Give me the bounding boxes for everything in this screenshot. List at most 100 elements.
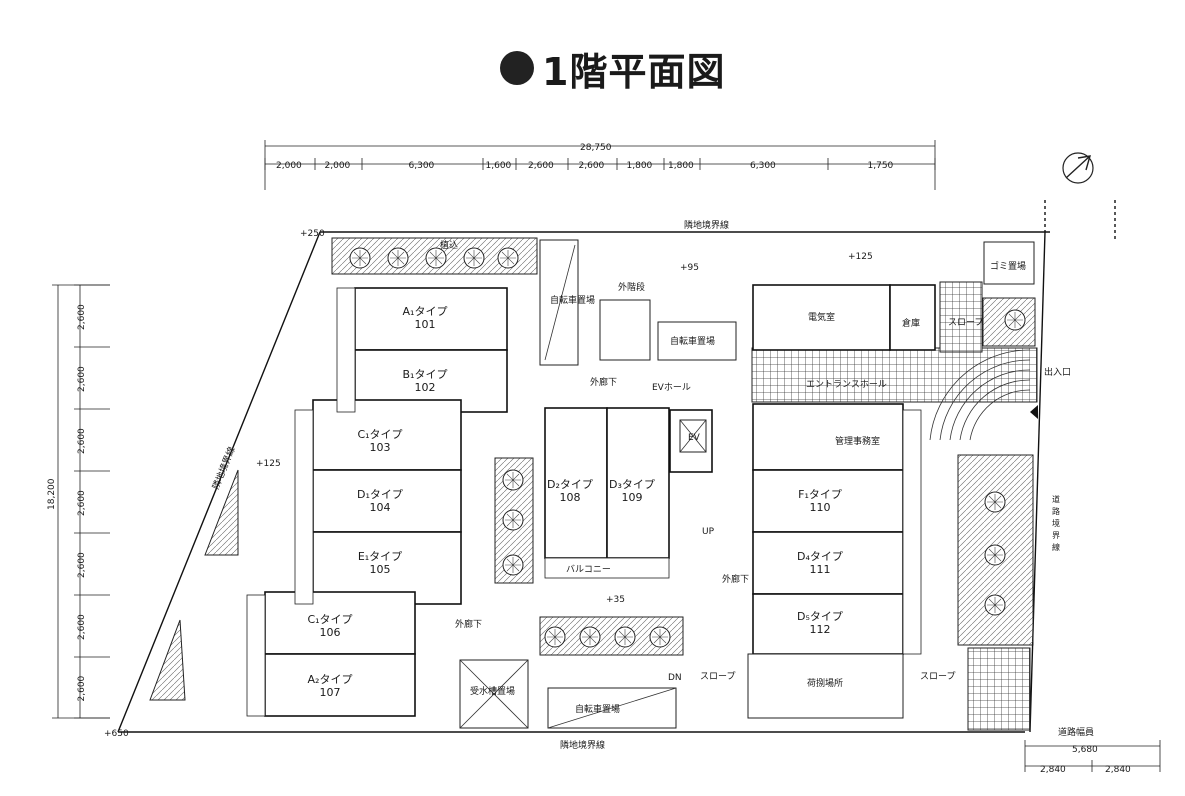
tree-icon: [463, 247, 485, 269]
top-boundary-label: 隣地境界線: [684, 219, 729, 231]
unit-110-number: 110: [810, 501, 831, 514]
tree-icon: [984, 491, 1006, 513]
label-bicycle-1: 自転車置場: [550, 294, 595, 306]
unit-101-number: 101: [415, 318, 436, 331]
left-apartment-block: [264, 287, 508, 717]
top-segment-6: 2,600: [579, 161, 605, 171]
left-segment-2: 2,600: [77, 366, 87, 392]
label-outer-corridor-2: 外廊下: [455, 618, 482, 630]
top-segment-7: 1,800: [627, 161, 653, 171]
left-segment-4: 2,600: [77, 490, 87, 516]
level-bottom-left: +650: [104, 729, 129, 739]
road-dimension-chain: [1024, 740, 1161, 772]
entrance-arc-steps: [929, 349, 1031, 441]
unit-110-type: F₁タイプ: [798, 488, 842, 501]
unit-103-type: C₁タイプ: [357, 428, 402, 441]
top-segment-3: 6,300: [409, 161, 435, 171]
unit-106-type: C₁タイプ: [307, 613, 352, 626]
label-exit: 出入口: [1044, 366, 1071, 378]
unit-111-type: D₄タイプ: [797, 550, 843, 563]
level-court-top: +95: [680, 263, 699, 273]
greenery-left-lower: [149, 619, 186, 701]
top-dimension-chain: [264, 140, 936, 190]
level-center: +35: [606, 595, 625, 605]
tree-icon: [649, 626, 671, 648]
road-width-label: 道路幅員: [1058, 726, 1094, 738]
top-segment-2: 2,000: [325, 161, 351, 171]
trees: [349, 247, 1026, 648]
road-segment-1: 2,840: [1040, 765, 1066, 775]
overall-depth-dimension: 18,200: [47, 478, 57, 510]
overall-width-dimension: 28,750: [580, 143, 612, 153]
level-top-left: +250: [300, 229, 325, 239]
parking-area: [747, 653, 904, 719]
unit-107-number: 107: [320, 686, 341, 699]
left-segment-1: 2,600: [77, 304, 87, 330]
label-bicycle-2: 自転車置場: [670, 335, 715, 347]
tree-icon: [614, 626, 636, 648]
left-segment-6: 2,600: [77, 614, 87, 640]
left-segment-3: 2,600: [77, 428, 87, 454]
label-slope-2: スロープ: [700, 671, 735, 682]
unit-105-number: 105: [370, 563, 391, 576]
label-dn: DN: [668, 673, 682, 683]
tree-icon: [544, 626, 566, 648]
unit-101-type: A₁タイプ: [403, 305, 448, 318]
label-up: UP: [702, 527, 715, 537]
top-segment-8: 1,800: [668, 161, 694, 171]
plan-title-text: 1階平面図: [542, 49, 726, 94]
center-apartment-block: [544, 407, 713, 559]
top-segment-5: 2,600: [528, 161, 554, 171]
left-segment-5: 2,600: [77, 552, 87, 578]
label-parking: 荷捌場所: [807, 677, 843, 689]
left-segment-7: 2,600: [77, 675, 87, 701]
top-segment-4: 1,600: [486, 161, 512, 171]
top-dimension-labels: 2,000 2,000 6,300 1,600 2,600 2,600 1,800 1,800…: [276, 161, 894, 171]
tree-icon: [502, 469, 524, 491]
label-ev-hall: EVホール: [652, 382, 691, 393]
bicycle-parking-2: [657, 321, 737, 361]
unit-106-number: 106: [320, 626, 341, 639]
label-outer-corridor: 外廊下: [590, 376, 617, 388]
gomi-area: [983, 241, 1035, 285]
top-segment-1: 2,000: [276, 161, 302, 171]
top-segment-9: 6,300: [750, 161, 776, 171]
road-segment-2: 2,840: [1105, 765, 1131, 775]
unit-108-number: 108: [560, 491, 581, 504]
title-bullet-icon: [500, 51, 534, 85]
right-apartment-block: [752, 284, 936, 655]
unit-107-type: A₂タイプ: [308, 673, 353, 686]
top-segment-10: 1,750: [868, 161, 894, 171]
unit-104-number: 104: [370, 501, 391, 514]
entrance-triangle-icon: [1030, 405, 1038, 419]
slope-tile-area: [967, 647, 1031, 731]
site-boundary: [117, 200, 1116, 733]
label-electric-room: 電気室: [808, 311, 835, 323]
tree-icon: [1004, 309, 1026, 331]
label-slope-3: スロープ: [920, 671, 955, 682]
unit-112-type: D₅タイプ: [797, 610, 843, 623]
entrance-tile-area: [751, 347, 1038, 403]
right-boundary-label: 道路境界線: [1052, 494, 1060, 552]
tree-icon: [497, 247, 519, 269]
level-left-mid: +125: [256, 459, 281, 469]
unit-104-type: D₁タイプ: [357, 488, 403, 501]
tree-icon: [387, 247, 409, 269]
unit-109-type: D₃タイプ: [609, 478, 655, 491]
tree-icon: [502, 509, 524, 531]
label-manager-room: 管理事務室: [835, 435, 880, 447]
left-dimension-labels: 2,600 2,600 2,600 2,600 2,600 2,600 2,600: [77, 304, 87, 702]
road-width-value: 5,680: [1072, 745, 1098, 755]
bicycle-parking-1: [539, 239, 579, 366]
greenery-label-top: 植込: [440, 239, 458, 251]
unit-109-number: 109: [622, 491, 643, 504]
north-arrow-icon: [1062, 152, 1094, 184]
label-balcony-108: バルコニー: [566, 564, 611, 575]
unit-112-number: 112: [810, 623, 831, 636]
label-outer-corridor-3: 外廊下: [722, 573, 749, 585]
unit-102-type: B₁タイプ: [403, 368, 448, 381]
label-ev: EV: [688, 433, 701, 443]
tree-icon: [984, 544, 1006, 566]
level-right-top: +125: [848, 252, 873, 262]
